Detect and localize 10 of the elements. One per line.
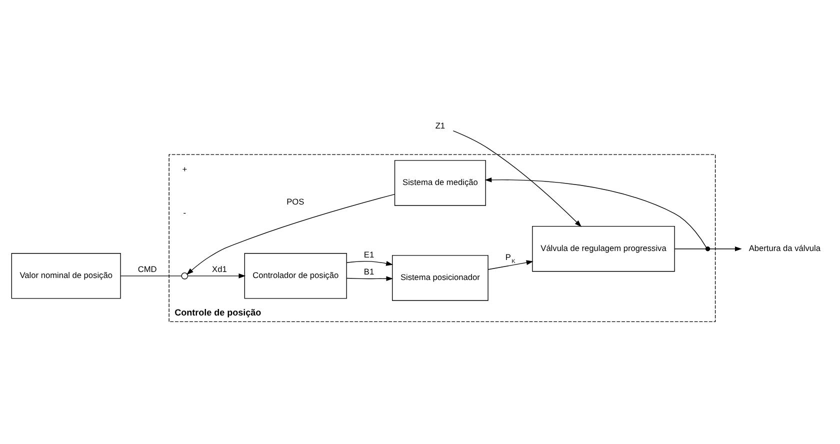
edge-label: Xd1 xyxy=(212,264,227,274)
label: + xyxy=(182,164,188,174)
edge-label: POS xyxy=(286,196,304,207)
edge-label: P$_{K}$ xyxy=(505,252,516,266)
edge-label: B1 xyxy=(364,266,374,277)
node-text: Z1 xyxy=(435,120,446,130)
node-text: Abertura da válvula xyxy=(748,243,820,254)
label: - xyxy=(183,208,186,218)
edge-label: E1 xyxy=(364,249,374,260)
edge-label: CMD xyxy=(138,264,157,274)
